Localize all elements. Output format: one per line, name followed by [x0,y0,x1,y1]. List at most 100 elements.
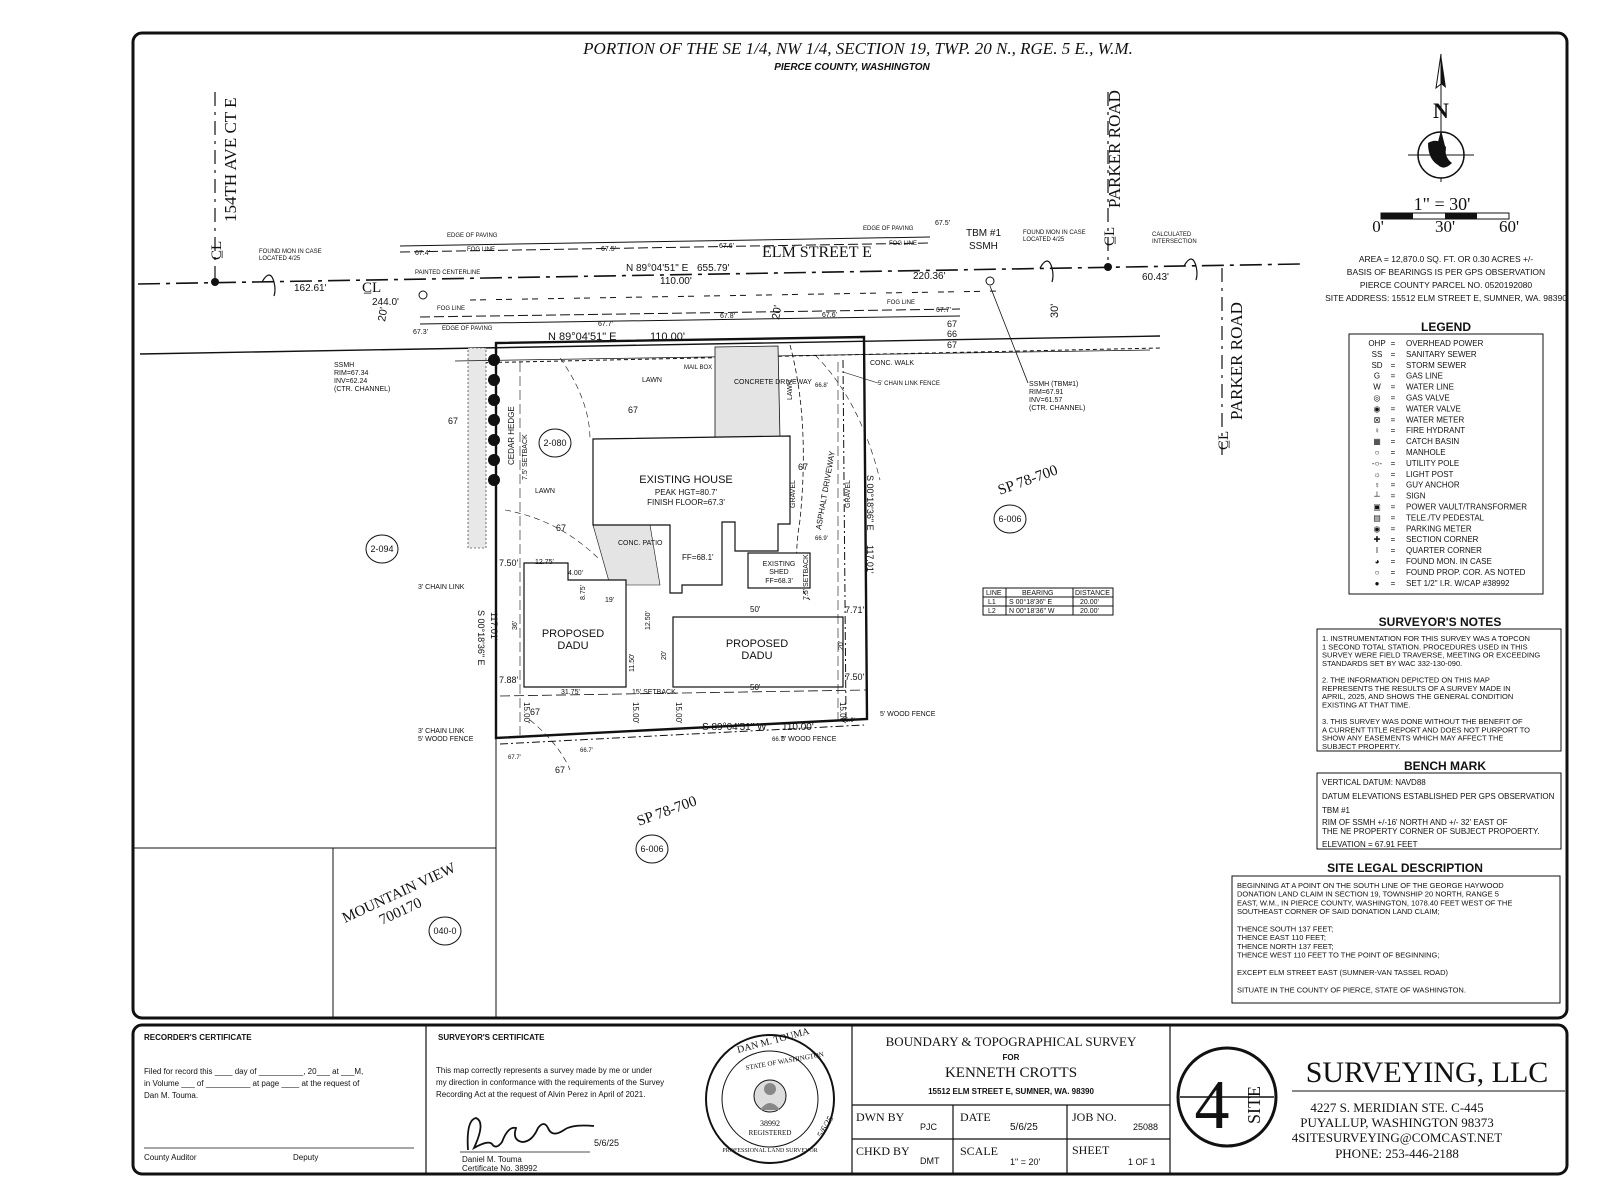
lt-r1c0: L2 [988,608,996,615]
overhead-power [454,349,1151,362]
contours [504,354,881,771]
ssmh-east-inv: INV=61.57 [1029,397,1062,404]
property-boundary [494,335,869,740]
road-label-154th: 154TH AVE CT E [221,97,240,222]
tb-job-label: JOB NO. [1072,1110,1117,1124]
notes-list: 1. INSTRUMENTATION FOR THIS SURVEY WAS A… [1322,634,1540,751]
line-table [982,587,1114,616]
existing-shed [747,552,811,589]
asphalt-driveway-label: ASPHALT DRIVEWAY [814,450,837,531]
legend-equals: = [1391,579,1396,588]
dim-1500a: 15.00' [522,702,531,724]
east-line-bearing: S 00°18'36" E [865,475,875,531]
cedar-hedge [488,354,500,486]
info-site: SITE ADDRESS: 15512 ELM STREET E, SUMNER… [1325,293,1567,303]
bench-line: DATUM ELEVATIONS ESTABLISHED PER GPS OBS… [1322,792,1555,801]
legend-item-desc: GUY ANCHOR [1406,481,1460,490]
legend-symbol: SS [1372,350,1383,359]
note-line: 2. THE INFORMATION DEPICTED ON THIS MAP [1322,676,1490,685]
lt-h1: BEARING [1022,590,1054,597]
fog-line-n1: FOG LINE [467,247,495,253]
scale-60: 60' [1499,217,1519,236]
legend-symbol: ◎ [1374,394,1381,403]
surveyor-cert-line-3: Recording Act at the request of Alvin Pe… [436,1090,645,1099]
legal-line: BEGINNING AT A POINT ON THE SOUTH LINE O… [1237,881,1504,890]
legend-equals: = [1391,404,1396,413]
cl-marker-3: C̲L [1216,431,1232,450]
parcel-2080: 2-080 [543,438,566,448]
chain-link-label: 3' CHAIN LINK [418,584,465,591]
legend-item-desc: UTILITY POLE [1406,459,1459,468]
tb-date-label: DATE [960,1110,991,1124]
titleblock-frame [131,1023,1569,1176]
legend-title: LEGEND [1421,320,1471,334]
mailbox-label: MAIL BOX [684,365,712,371]
legend-symbol: ▤ [1373,513,1381,522]
legend-equals: = [1391,492,1396,501]
scale-bar [1380,212,1510,220]
legend-symbol: ┴ [1373,491,1380,501]
tb-scale-label: SCALE [960,1144,998,1158]
surveyor-signature [466,1117,595,1151]
legend-equals: = [1391,448,1396,457]
east-wood-fence [842,359,847,720]
dim-36: 36' [512,621,519,630]
cedar-hedge-label: CEDAR HEDGE [507,406,516,465]
bench-line: ELEVATION = 67.91 FEET [1322,840,1418,849]
edge-paving-n1: EDGE OF PAVING [447,233,498,239]
painted-cl: PAINTED CENTERLINE [415,270,480,276]
conc-walk-label: CONC. WALK [870,360,914,367]
legend-item-desc: SANITARY SEWER [1406,350,1477,359]
elev-675b: 67.5' [601,246,616,253]
tb-title: BOUNDARY & TOPOGRAPHICAL SURVEY [886,1034,1137,1049]
dist-110: 110.00' [660,276,692,287]
parcel-0400: 040-0 [433,926,456,936]
legend-equals: = [1391,437,1396,446]
legend-equals: = [1391,459,1396,468]
surveyor-cert-no: Certificate No. 38992 [462,1164,538,1173]
legend-symbol: ✚ [1374,535,1381,544]
legal-line: EXCEPT ELM STREET EAST (SUMNER-VAN TASSE… [1237,968,1449,977]
fog-line-n2: FOG LINE [889,241,917,247]
elev-668: 66.8' [815,383,828,389]
legend-equals: = [1391,372,1396,381]
legend-symbol: I [1376,546,1378,555]
bench-title: BENCH MARK [1404,759,1486,773]
setback-75a: 7.5' SETBACK [522,434,529,480]
logo-word: SITE [1244,1086,1264,1124]
note-line: SUBJECT PROPERTY. [1322,742,1400,751]
legend-item-desc: LIGHT POST [1406,470,1454,479]
legal-line: EAST, W.M., IN PIERCE COUNTY, WASHINGTON… [1237,898,1512,907]
legend-symbol: ☼ [1373,470,1380,479]
map-frame [131,31,1569,1020]
lawn-label-1: LAWN [642,377,662,384]
contour-67d: 67 [530,707,540,717]
note-line: 3. THIS SURVEY WAS DONE WITHOUT THE BENE… [1322,717,1523,726]
dadu-east-label: PROPOSED [726,638,788,650]
note-line: REPRESENTS THE RESULTS OF A SURVEY MADE … [1322,684,1511,693]
elev-676b: 67.6' [822,312,837,319]
shed-label-2: SHED [769,569,788,576]
note-line: 1. INSTRUMENTATION FOR THIS SURVEY WAS A… [1322,634,1530,643]
info-area: AREA = 12,870.0 SQ. FT. OR 0.30 ACRES +/… [1359,254,1534,264]
road-label-elm: ELM STREET E [762,244,872,261]
surveyor-name: Daniel M. Touma [462,1155,522,1164]
lt-r1c1: N 00°18'36" W [1009,607,1055,615]
legend-item-desc: SECTION CORNER [1406,535,1479,544]
legal-box [1231,875,1561,1004]
surveyor-cert-title: SURVEYOR'S CERTIFICATE [438,1033,545,1042]
wood-fence-label-3: 5' WOOD FENCE [880,711,936,718]
lt-h2: DISTANCE [1075,590,1110,597]
scale-30: 30' [1435,217,1455,236]
elev-677: 67.7' [598,321,613,328]
recorder-line-3: Dan M. Touma. [144,1091,198,1100]
bench-line: THE NE PROPERTY CORNER OF SUBJECT PROPOE… [1322,827,1540,836]
dim-788: 7.88' [499,675,519,685]
cl-marker-2: C̲L [1102,227,1118,246]
county-label: PIERCE COUNTY, WASHINGTON [774,62,930,73]
manhole-tbm [985,276,995,286]
legend-symbol: OHP [1368,339,1385,348]
info-parcel: PIERCE COUNTY PARCEL NO. 0520192080 [1360,280,1533,290]
manhole-west [418,290,428,300]
